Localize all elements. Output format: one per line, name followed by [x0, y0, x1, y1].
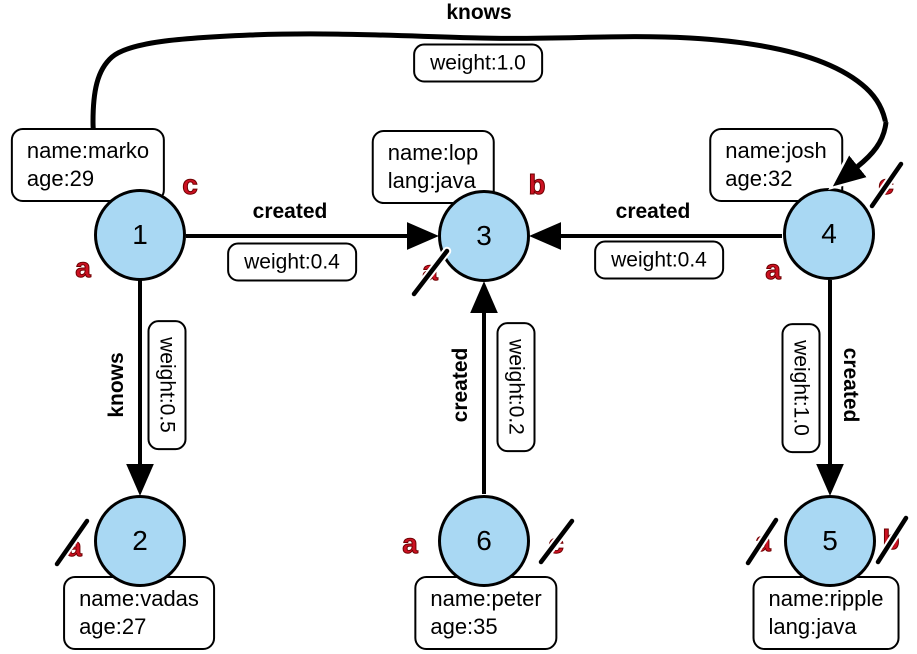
node-5-id: 5: [822, 525, 838, 556]
edge-label-knows-1-4: knows: [446, 1, 512, 24]
slash-letter-c-node4: [869, 161, 904, 209]
weight-badge-created-4-3: weight:0.4: [594, 240, 724, 280]
weight-badge-knows-1-4: weight:1.0: [413, 43, 543, 83]
edge-label-created-4-3: created: [615, 200, 691, 223]
node-3-properties-box: name:lop lang:java: [371, 130, 495, 204]
letter-a-node6: a: [402, 528, 419, 560]
node-3-id: 3: [476, 220, 492, 251]
letter-a-node4: a: [765, 254, 782, 286]
slash-letter-a-node3: [411, 248, 450, 297]
slash-letter-b-node5: [875, 515, 909, 565]
letter-c-node1: c: [182, 169, 199, 201]
property-line: name:peter: [430, 586, 542, 611]
node-2-id: 2: [132, 525, 148, 556]
node-3-circle: 3: [438, 190, 530, 282]
property-line: lang:java: [387, 168, 476, 193]
node-1-id: 1: [132, 219, 148, 250]
property-line: lang:java: [768, 614, 857, 639]
node-5-properties-box: name:ripple lang:java: [752, 576, 900, 650]
node-5-circle: 5: [784, 495, 876, 587]
slash-letter-c-node6: [538, 518, 575, 565]
node-2-circle: 2: [94, 495, 186, 587]
property-line: age:29: [26, 166, 95, 191]
node-2-properties-box: name:vadas age:27: [63, 576, 215, 650]
property-line: name:lop: [387, 140, 479, 165]
property-line: name:ripple: [768, 586, 884, 611]
edge-label-created-1-3: created: [252, 200, 328, 223]
property-line: name:marko: [26, 138, 150, 163]
node-6-id: 6: [476, 525, 492, 556]
node-4-id: 4: [821, 218, 837, 249]
letter-b-node3: b: [528, 169, 546, 201]
letter-a-node1: a: [75, 252, 92, 284]
node-4-circle: 4: [783, 188, 875, 280]
property-line: age:35: [430, 614, 498, 639]
property-line: name:vadas: [79, 586, 199, 611]
edge-knows-1-4-arrow: [832, 121, 889, 187]
slash-letter-a-node5: [745, 517, 779, 566]
strikethrough-slashes: [52, 159, 911, 569]
slash-letter-a-node2: [54, 518, 90, 567]
node-6-circle: 6: [438, 495, 530, 587]
node-1-circle: 1: [94, 189, 186, 281]
edge-knows-1-4-curve: [90, 31, 889, 198]
weight-badge-created-1-3: weight:0.4: [227, 242, 357, 282]
property-line: age:32: [725, 166, 793, 191]
property-line: age:27: [79, 614, 147, 639]
property-line: name:josh: [725, 138, 827, 163]
